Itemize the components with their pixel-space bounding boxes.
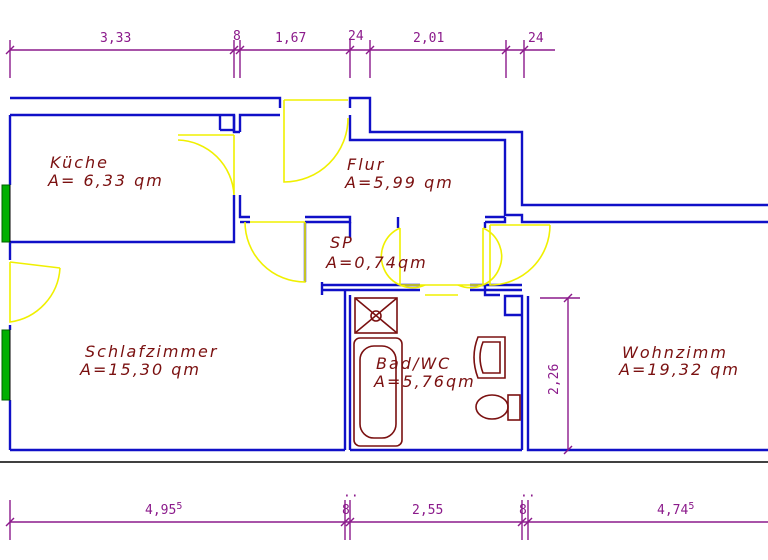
room-kueche-area: A= 6,33 qm [47,171,164,190]
bottom-dim-4-sup: ·· [520,489,536,504]
bottom-dim-4: 8 [519,503,527,518]
room-flur-area: A=5,99 qm [344,173,454,192]
top-dim-6: 24 [528,31,544,46]
room-schlafzimmer-area: A=15,30 qm [79,360,201,379]
top-dimension-chain: 3,33 8 1,67 24 2,01 24 [5,29,555,78]
top-dim-1: 3,33 [100,31,131,46]
bathtub [353,337,403,447]
bath-fixtures [353,297,521,447]
room-bad-name: Bad/WC [376,354,451,373]
bottom-dim-5: 4,745 [657,501,694,518]
top-dim-5: 2,01 [413,31,444,46]
toilet-bowl [475,394,509,420]
room-flur-name: Flur [347,155,385,174]
top-dim-4: 24 [348,29,364,44]
room-wohnzimmer-area: A=19,32 qm [618,360,740,379]
walls [8,96,768,452]
doors [9,99,551,323]
top-dim-2: 8 [233,29,241,44]
room-sp-area: A=0,74qm [325,253,428,272]
bottom-dim-2: 8 [342,503,350,518]
bottom-dim-2-sup: ·· [343,489,359,504]
shower-tray [354,297,398,334]
top-dim-3: 1,67 [275,31,306,46]
vertical-dim-label: 2,26 [547,364,562,395]
windows [1,184,11,401]
kitchen-window [1,184,11,243]
washbasin [473,336,506,379]
bottom-dim-3: 2,55 [412,503,443,518]
room-labels: Küche A= 6,33 qm Flur A=5,99 qm SP A=0,7… [47,153,740,391]
room-wohnzimmer-name: Wohnzimm [622,343,728,362]
room-bad-area: A=5,76qm [373,372,476,391]
bedroom-window [1,329,11,401]
bottom-dimension-chain: 4,955 8 ·· 2,55 8 ·· 4,745 [5,489,768,540]
room-schlafzimmer-name: Schlafzimmer [85,342,218,361]
bottom-dim-1: 4,955 [145,501,182,518]
room-kueche-name: Küche [50,153,109,172]
vertical-dimension: 2,26 [540,293,580,455]
toilet-tank [507,394,521,421]
room-sp-name: SP [330,233,354,252]
